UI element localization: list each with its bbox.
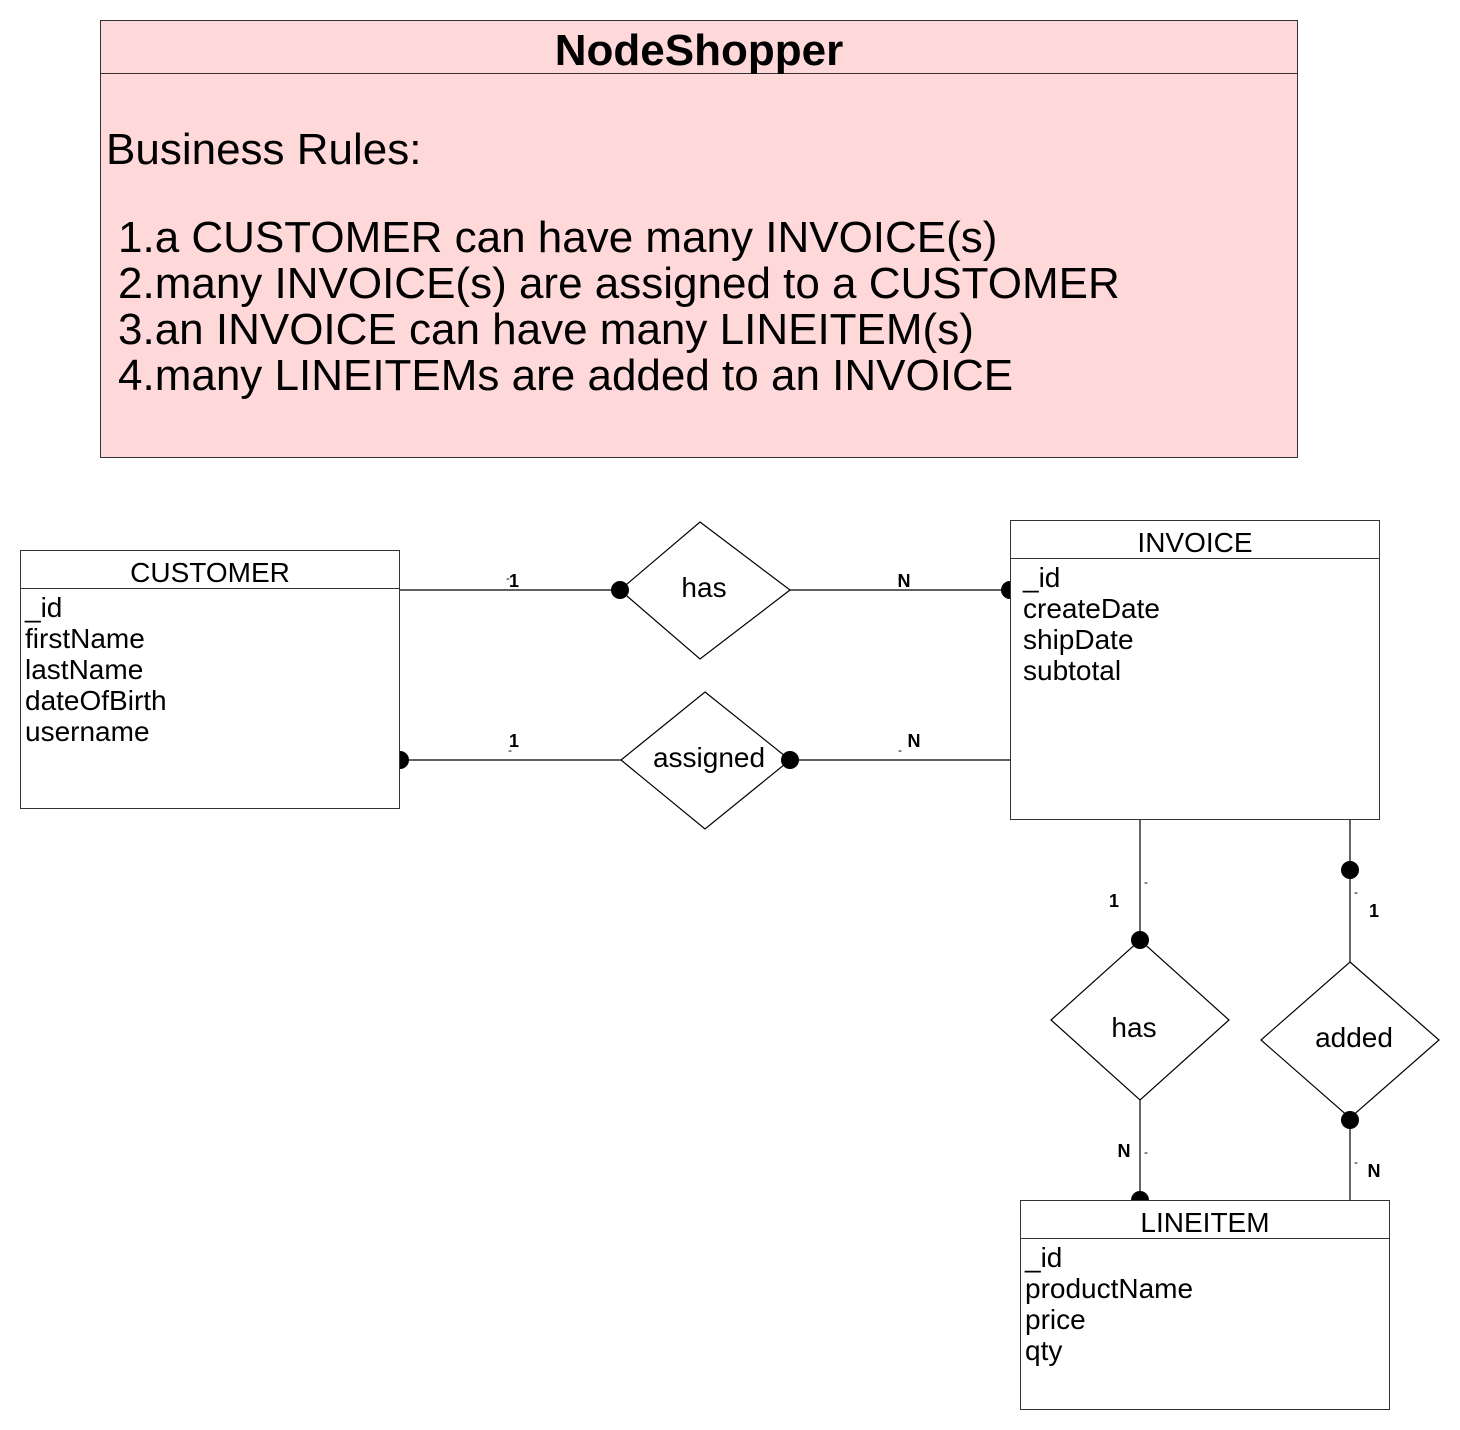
attribute: subtotal — [1023, 655, 1122, 686]
business-rules-list: 1.a CUSTOMER can have many INVOICE(s) 2.… — [118, 215, 1120, 399]
relationship-has-lineitem-diamond — [1050, 939, 1230, 1101]
attribute: _id — [25, 592, 63, 623]
relationship-assigned-label: assigned — [653, 742, 765, 773]
connector-dot — [1341, 861, 1359, 879]
tick-mark: - — [506, 571, 510, 585]
attribute: dateOfBirth — [25, 685, 167, 716]
connector-dot — [781, 751, 799, 769]
entity-lineitem-title: LINEITEM — [1021, 1201, 1389, 1239]
attribute: shipDate — [1023, 624, 1134, 655]
connector-dot — [1341, 1111, 1359, 1129]
attribute: lastName — [25, 654, 144, 685]
entity-lineitem-attributes: _id productName price qty — [1021, 1239, 1389, 1366]
tick-mark: - — [1354, 885, 1358, 899]
cardinality-label: 1 — [509, 731, 519, 751]
connector-dot — [611, 581, 629, 599]
cardinality-label: 1 — [1369, 901, 1379, 921]
attribute: qty — [1025, 1335, 1063, 1366]
tick-mark: - — [1144, 1145, 1148, 1159]
diagram-title: NodeShopper — [101, 21, 1297, 75]
cardinality-label: N — [908, 731, 921, 751]
cardinality-label: N — [898, 571, 911, 591]
cardinality-label: N — [1118, 1141, 1131, 1161]
relationship-added-label: added — [1315, 1022, 1393, 1053]
attribute: firstName — [25, 623, 145, 654]
attribute: createDate — [1023, 593, 1160, 624]
business-rule-2: 2.many INVOICE(s) are assigned to a CUST… — [118, 259, 1120, 308]
attribute: _id — [1023, 562, 1061, 593]
business-rule-1: 1.a CUSTOMER can have many INVOICE(s) — [118, 213, 998, 262]
cardinality-label: 1 — [509, 571, 519, 591]
entity-customer-title: CUSTOMER — [21, 551, 399, 589]
entity-customer: CUSTOMER _id firstName lastName dateOfBi… — [20, 550, 400, 809]
connector-dot — [1131, 931, 1149, 949]
entity-lineitem: LINEITEM _id productName price qty — [1020, 1200, 1390, 1410]
relationship-has-diamond — [619, 521, 791, 660]
tick-mark: - — [508, 743, 512, 757]
business-rules-heading: Business Rules: — [106, 125, 422, 174]
tick-mark: - — [898, 571, 902, 585]
attribute: productName — [1025, 1273, 1194, 1304]
business-rule-3: 3.an INVOICE can have many LINEITEM(s) — [118, 305, 974, 354]
business-rules-box: NodeShopper Business Rules: 1.a CUSTOMER… — [100, 20, 1298, 458]
cardinality-label: 1 — [1109, 891, 1119, 911]
entity-invoice-attributes: _id createDate shipDate subtotal — [1011, 559, 1379, 686]
entity-invoice: INVOICE _id createDate shipDate subtotal — [1010, 520, 1380, 820]
attribute: _id — [1025, 1242, 1063, 1273]
tick-mark: - — [1354, 1155, 1358, 1169]
entity-invoice-title: INVOICE — [1011, 521, 1379, 559]
relationship-has-lineitem-label: has — [1111, 1012, 1156, 1043]
cardinality-label: N — [1368, 1161, 1381, 1181]
relationship-assigned-diamond — [620, 691, 791, 830]
attribute: username — [25, 716, 150, 747]
tick-mark: - — [1144, 875, 1148, 889]
relationship-has-label: has — [681, 572, 726, 603]
business-rule-4: 4.many LINEITEMs are added to an INVOICE — [118, 351, 1014, 400]
entity-customer-attributes: _id firstName lastName dateOfBirth usern… — [21, 589, 399, 747]
tick-mark: - — [898, 743, 902, 757]
attribute: price — [1025, 1304, 1086, 1335]
